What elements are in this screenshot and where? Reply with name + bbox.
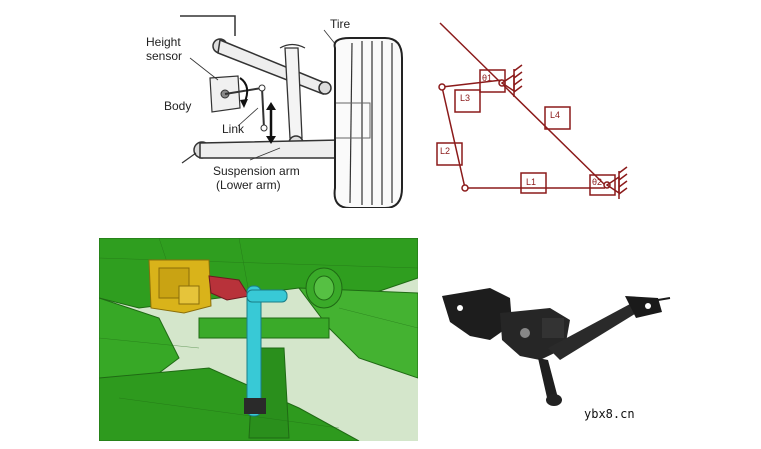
cad-render xyxy=(99,238,418,441)
suspension-label-1: Suspension arm xyxy=(213,164,300,178)
l1-box xyxy=(520,172,547,194)
tire-label: Tire xyxy=(330,17,351,31)
tire xyxy=(333,37,403,209)
theta1-label: θ1 xyxy=(482,73,492,83)
l4-label: L4 xyxy=(550,110,560,120)
kinematic-diagram-panel: θ1 L3 L4 L2 L1 θ2 xyxy=(430,15,640,215)
cad-height-sensor xyxy=(148,259,212,314)
theta2-label: θ2 xyxy=(592,177,602,187)
sensor-photo xyxy=(442,288,671,406)
kinematic-diagram: θ1 L3 L4 L2 L1 θ2 xyxy=(436,22,628,199)
watermark: ybx8.cn xyxy=(584,407,635,421)
cad-link xyxy=(244,285,288,417)
sensor-photo-panel xyxy=(430,278,675,418)
suspension-label-2: (Lower arm) xyxy=(216,178,281,192)
l2-box xyxy=(436,142,463,166)
body-label: Body xyxy=(164,99,191,113)
l1-label: L1 xyxy=(526,177,536,187)
cad-render-panel xyxy=(99,238,418,441)
l2-label: L2 xyxy=(440,146,450,156)
theta2-box xyxy=(589,174,616,196)
l3-label: L3 xyxy=(460,93,470,103)
suspension-sketch: Height sensor Body Link Tire Suspension … xyxy=(146,15,403,209)
link-label: Link xyxy=(222,122,245,136)
l4-box xyxy=(544,106,571,130)
height-sensor-label-2: sensor xyxy=(146,49,182,63)
lower-arm xyxy=(181,139,341,164)
l3-box xyxy=(454,89,481,113)
suspension-sketch-panel: Height sensor Body Link Tire Suspension … xyxy=(140,8,430,209)
strut xyxy=(279,43,306,151)
height-sensor xyxy=(209,75,276,144)
height-sensor-label-1: Height xyxy=(146,35,181,49)
